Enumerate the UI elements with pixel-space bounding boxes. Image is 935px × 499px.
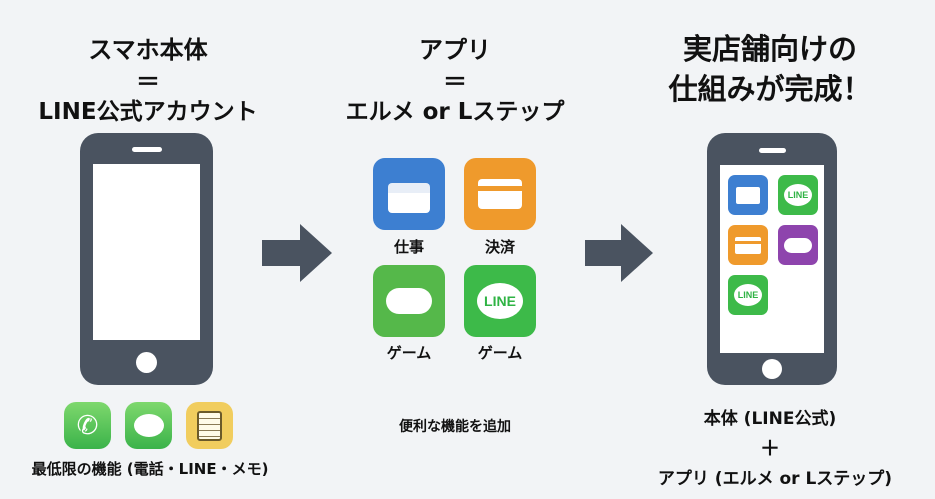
gamepad-app-icon xyxy=(373,265,445,337)
briefcase-app-icon xyxy=(728,175,768,215)
middle-title-3: エルメ or Lステップ xyxy=(345,99,565,125)
app-label-work: 仕事 xyxy=(393,238,424,256)
line-logo-text: LINE xyxy=(734,284,762,306)
line-app-icon: LINE xyxy=(728,275,768,315)
arrow-head-icon xyxy=(300,224,332,282)
home-button xyxy=(762,359,782,379)
app-label-game: ゲーム xyxy=(386,344,432,362)
result-line-1: 本体 (LINE公式) xyxy=(703,409,837,429)
credit-card-app-icon xyxy=(728,225,768,265)
middle-caption: 便利な機能を追加 xyxy=(399,419,511,435)
speaker xyxy=(759,148,786,153)
result-line-2: アプリ (エルメ or Lステップ) xyxy=(657,469,893,489)
middle-title-2: ＝ xyxy=(443,68,467,96)
notepad-icon xyxy=(186,402,233,449)
home-button xyxy=(136,352,157,373)
line-app-icon: LINE xyxy=(778,175,818,215)
right-title-1: 実店舗向けの xyxy=(682,32,857,66)
left-title-2: ＝ xyxy=(136,68,160,96)
arrow-right-icon xyxy=(585,240,623,266)
line-logo-text: LINE xyxy=(477,283,523,319)
arrow-head-icon xyxy=(621,224,653,282)
phone-screen xyxy=(93,164,200,340)
left-caption: 最低限の機能 (電話・LINE・メモ) xyxy=(31,460,269,478)
speaker xyxy=(132,147,162,152)
result-plus: ＋ xyxy=(760,436,780,460)
credit-card-app-icon xyxy=(464,158,536,230)
left-title-1: スマホ本体 xyxy=(88,36,208,64)
app-label-payment: 決済 xyxy=(484,238,515,256)
message-icon xyxy=(125,402,172,449)
phone-icon: ✆ xyxy=(64,402,111,449)
line-app-icon: LINE xyxy=(464,265,536,337)
middle-title-1: アプリ xyxy=(419,36,491,64)
right-title-2: 仕組みが完成！ xyxy=(668,72,872,106)
line-logo-text: LINE xyxy=(784,184,812,206)
briefcase-app-icon xyxy=(373,158,445,230)
smartphone-body xyxy=(80,133,213,385)
left-title-3: LINE公式アカウント xyxy=(38,99,258,125)
gamepad-app-icon xyxy=(778,225,818,265)
app-label-game-2: ゲーム xyxy=(477,344,523,362)
arrow-right-icon xyxy=(262,240,302,266)
